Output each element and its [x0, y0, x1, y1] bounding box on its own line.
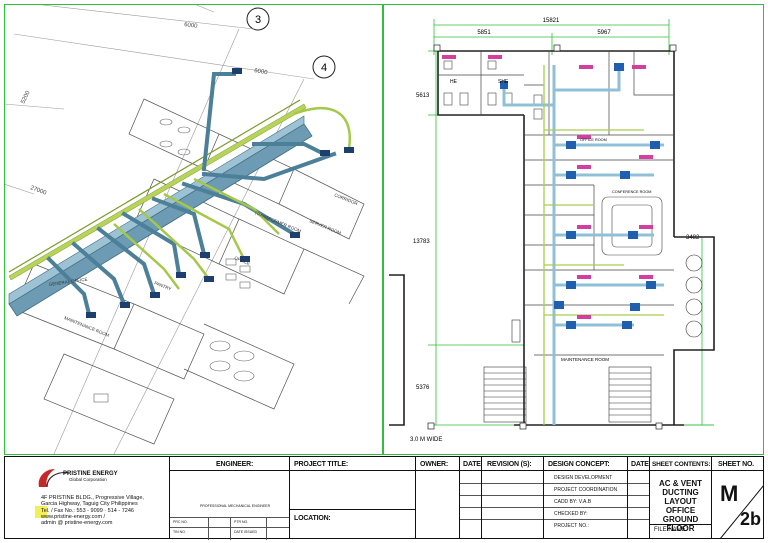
- company-logo-icon: [38, 469, 70, 488]
- plan-label-office: OFFICE ROOM: [580, 138, 607, 142]
- design-row-1: DESIGN DEVELOPMENT: [554, 475, 613, 481]
- dim-left-upper: 5613: [416, 93, 430, 99]
- grid-bubble-3: [246, 7, 270, 31]
- project-title-header: PROJECT TITLE:: [294, 461, 348, 468]
- plan-partitions: [438, 51, 674, 356]
- main-trunk-duct: [8, 99, 313, 317]
- tel-highlight: [35, 506, 47, 518]
- owner-header: OWNER:: [420, 461, 448, 468]
- sheet-contents-line-4: FLOOR: [666, 524, 695, 533]
- plan-stairs: [483, 366, 652, 423]
- dim-right: 3482: [686, 235, 700, 241]
- dim-27000: 27000: [29, 185, 47, 197]
- company-address-1: 4F PRISTINE BLDG., Progressive Village,: [41, 495, 144, 501]
- plan-label-wide: 3.0 M WIDE: [410, 437, 442, 443]
- iso-fixtures: [93, 118, 255, 403]
- floor-plan-view: 15821 5851 5967 5613 13783 5376 3482: [389, 18, 715, 443]
- dim-left-mid: 13783: [413, 239, 430, 245]
- dim-5200: 5200: [20, 90, 32, 105]
- sheet-number: 2b: [740, 509, 762, 529]
- dim-top-total: 15821: [543, 18, 560, 24]
- company-web: www.pristine-energy.com /: [41, 514, 106, 520]
- file-name-label: FILE NAME:: [654, 527, 688, 533]
- iso-label-room-f: PANTRY: [154, 280, 172, 291]
- engineer-header: ENGINEER:: [216, 461, 254, 468]
- sheet-contents-cell: SHEET CONTENTS: AC & VENT DUCTING LAYOUT…: [649, 457, 711, 538]
- sheet-contents-line-2: DUCTING LAYOUT: [662, 488, 699, 506]
- engineer-subtitle: PROFESSIONAL MECHANICAL ENGINEER: [200, 504, 271, 508]
- title-block: PRISTINE ENERGY Global Corporation 4F PR…: [4, 456, 764, 540]
- isometric-duct-view: 3 4 6000 6000 5200 27000: [4, 4, 382, 454]
- dim-6000-a: 6000: [184, 22, 199, 30]
- design-date-header: DATE: [631, 461, 649, 468]
- sheet-number-divider: [719, 484, 764, 539]
- sheet-contents-line-3: OFFICE GROUND: [662, 506, 699, 524]
- revision-cell: REVISION (S):: [481, 457, 543, 538]
- sheet-contents-text: AC & VENT DUCTING LAYOUT OFFICE GROUND F…: [650, 479, 711, 533]
- design-row-2: PROJECT COORDINATION: [554, 487, 618, 493]
- iso-view-frame: [4, 4, 383, 455]
- sheet-number-cell: SHEET NO. M 2b: [711, 457, 764, 539]
- plan-diffusers: [500, 63, 660, 329]
- dim-top-right: 5967: [597, 30, 611, 36]
- plan-dimension-lines: [428, 19, 714, 426]
- project-title-cell: PROJECT TITLE: LOCATION:: [289, 457, 415, 538]
- company-name: PRISTINE ENERGY: [63, 471, 118, 477]
- sheet-contents-header: SHEET CONTENTS:: [652, 461, 711, 468]
- company-tel: Tel. / Fax No.: 553 - 9099 · 514 - 7246: [41, 508, 134, 514]
- plan-door-tag: [511, 319, 521, 343]
- ptr-label: PTR NO.: [234, 520, 249, 524]
- tin-label: TIN NO.: [173, 530, 186, 534]
- branch-ducts-return: [113, 106, 351, 290]
- company-email: admin @ pristine-energy.com: [41, 520, 113, 526]
- design-concept-header: DESIGN CONCEPT:: [548, 461, 610, 468]
- date-issued-label: DATE ISSUED: [234, 530, 258, 534]
- plan-column-markers: [427, 44, 677, 430]
- engineer-cell: ENGINEER: PROFESSIONAL MECHANICAL ENGINE…: [169, 457, 289, 540]
- iso-label-room-c: GENERAL OFFICE: [48, 277, 87, 287]
- iso-label-room-e: OFFICE: [234, 255, 251, 266]
- plan-label-he: HE: [450, 79, 458, 85]
- design-concept-cell: DESIGN CONCEPT: DESIGN DEVELOPMENT PROJE…: [543, 457, 627, 538]
- company-subname: Global Corporation: [69, 477, 107, 482]
- plan-equipment: [685, 254, 703, 338]
- iso-diffusers: [86, 68, 354, 318]
- grid-bubble-3-label: 3: [255, 14, 261, 26]
- owner-cell: OWNER:: [415, 457, 459, 538]
- design-row-3: CADD BY: V.A.B: [554, 499, 592, 505]
- dim-left-lower: 5376: [416, 385, 430, 391]
- plan-walls: [389, 50, 715, 426]
- plan-label-she: SHE: [498, 79, 509, 85]
- prc-label: PRC NO.: [173, 520, 188, 524]
- dim-top-left: 5851: [477, 30, 491, 36]
- revision-header: REVISION (S):: [487, 461, 532, 468]
- revision-date-header: DATE: [463, 461, 481, 468]
- plan-label-maintenance: MAINTENANCE ROOM: [561, 357, 609, 362]
- plan-toilet-fixtures: [443, 60, 543, 120]
- sheet-letter: M: [720, 481, 739, 506]
- plan-duct-return: [543, 65, 664, 425]
- plan-view-frame: [383, 4, 764, 455]
- design-date-cell: DATE: [627, 457, 649, 538]
- sheet-number-header: SHEET NO.: [718, 461, 754, 468]
- design-row-4: CHECKED BY:: [554, 511, 588, 517]
- sheet-contents-line-1: AC & VENT: [658, 479, 703, 488]
- plan-pink-tags: [442, 55, 653, 319]
- design-row-5: PROJECT NO.:: [554, 523, 589, 529]
- location-header: LOCATION:: [294, 515, 331, 522]
- grid-bubble-4-label: 4: [321, 62, 327, 74]
- revision-date-cell: DATE: [459, 457, 481, 538]
- grid-bubble-4: [312, 55, 336, 79]
- plan-label-conference: CONFERENCE ROOM: [612, 190, 651, 194]
- dim-6000-b: 6000: [254, 68, 269, 76]
- company-address-2: Garcia Highway, Taguig City Philippines: [41, 501, 138, 507]
